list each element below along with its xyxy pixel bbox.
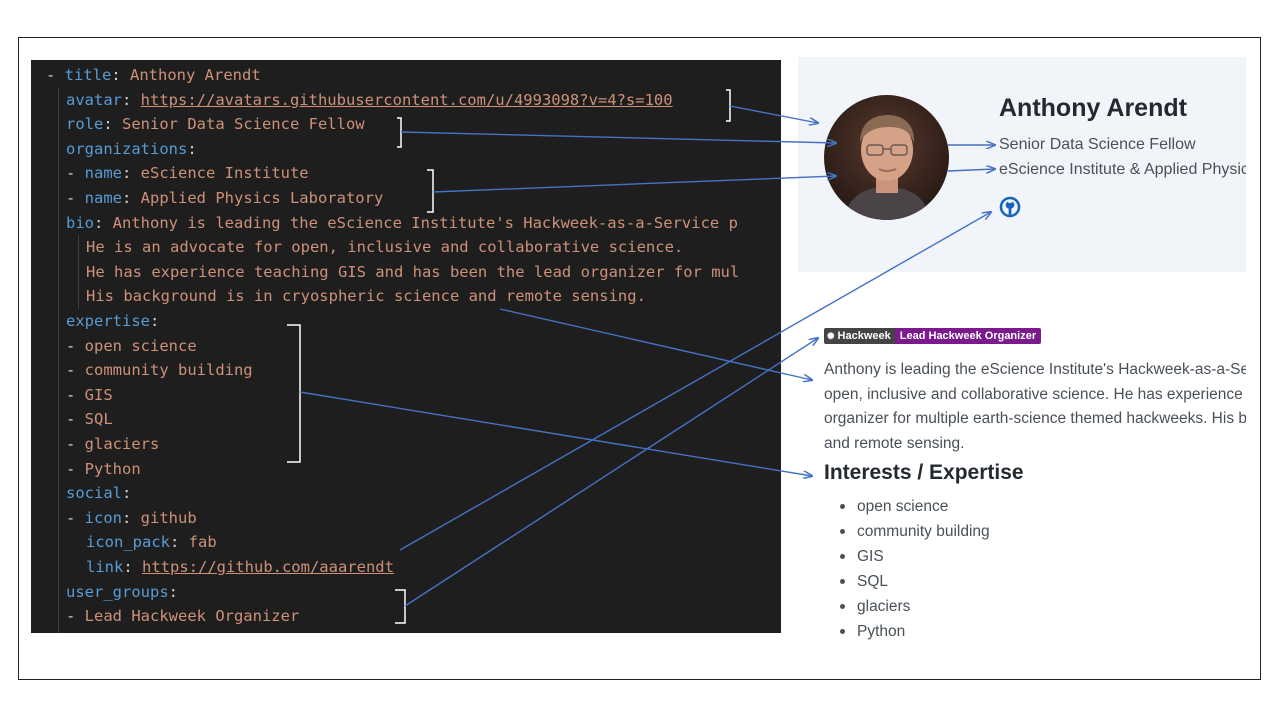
indent-guide [78, 235, 79, 309]
bracket-expertise [287, 324, 301, 463]
avatar[interactable] [824, 95, 949, 220]
yaml-line-expertise-item: - GIS [66, 385, 113, 404]
yaml-line-avatar: avatar: https://avatars.githubuserconten… [66, 90, 673, 109]
yaml-line-role: role: Senior Data Science Fellow [66, 115, 365, 134]
bio-line: and remote sensing. [824, 434, 965, 452]
figure-frame [18, 37, 1261, 680]
yaml-line-social: social: [66, 484, 132, 503]
bracket-user-groups [395, 589, 406, 624]
github-url-link[interactable]: https://github.com/aaarendt [142, 558, 394, 576]
yaml-line-icon-pack: icon_pack: fab [86, 533, 217, 552]
arrow-avatar [729, 105, 818, 123]
yaml-line-org2: - name: Applied Physics Laboratory [66, 189, 384, 207]
badge-role: Lead Hackweek Organizer [894, 328, 1042, 344]
profile-content: ✺Hackweek Lead Hackweek Organizer Anthon… [820, 320, 1246, 650]
bracket-role [397, 117, 402, 148]
yaml-line-title: - title: Anthony Arendt [46, 66, 261, 84]
yaml-line-org1: - name: eScience Institute [66, 164, 309, 183]
interest-item: glaciers [824, 594, 990, 619]
hackweek-logo-icon: ✺ [827, 331, 835, 341]
profile-role: Senior Data Science Fellow [999, 136, 1196, 153]
yaml-line-organizations: organizations: [66, 139, 197, 158]
arrow-expertise [299, 391, 812, 476]
arrow-organizations-to-text [947, 169, 995, 171]
yaml-line-expertise: expertise: [66, 312, 160, 330]
yaml-line-expertise-item: - community building [66, 361, 253, 380]
yaml-line-link: link: https://github.com/aaarendt [86, 558, 394, 576]
yaml-line-expertise-item: - glaciers [66, 435, 160, 453]
yaml-line-expertise-item: - open science [66, 336, 197, 355]
interest-item: Python [824, 619, 990, 644]
user-group-badge: ✺Hackweek Lead Hackweek Organizer [824, 328, 1042, 344]
yaml-line-expertise-item: - SQL [66, 410, 113, 429]
arrow-bio [499, 308, 812, 380]
yaml-line-user-groups: user_groups: [66, 582, 178, 601]
arrow-organizations [432, 176, 836, 193]
yaml-line-icon: - icon: github [66, 508, 197, 527]
yaml-line-bio-3: He has experience teaching GIS and has b… [86, 262, 740, 281]
arrow-user-groups [404, 338, 818, 607]
profile-organizations: eScience Institute & Applied Physics Lab… [999, 161, 1246, 178]
interests-list: open science community building GIS SQL … [824, 494, 990, 644]
profile-bio: Anthony is leading the eScience Institut… [824, 358, 1246, 456]
avatar-url-link[interactable]: https://avatars.githubusercontent.com/u/… [140, 90, 673, 109]
interest-item: community building [824, 519, 990, 544]
interest-item: SQL [824, 569, 990, 594]
avatar-portrait-icon [824, 95, 949, 220]
yaml-line-expertise-item: - Python [66, 459, 141, 478]
yaml-code-panel: - title: Anthony Arendt avatar: https://… [31, 60, 781, 633]
yaml-line-bio-4: His background is in cryospheric science… [86, 287, 646, 306]
yaml-line-user-group-item: - Lead Hackweek Organizer [66, 607, 300, 626]
interests-heading: Interests / Expertise [824, 461, 1024, 484]
yaml-line-bio: bio: Anthony is leading the eScience Ins… [66, 213, 738, 232]
indent-guide [58, 87, 59, 633]
badge-hackweek: ✺Hackweek [824, 328, 895, 344]
interest-item: GIS [824, 544, 990, 569]
bio-line: organizer for multiple earth-science the… [824, 410, 1246, 427]
interest-item: open science [824, 494, 990, 519]
github-icon[interactable] [999, 196, 1021, 218]
bracket-avatar [726, 89, 731, 122]
arrow-role [400, 131, 836, 143]
bracket-organizations [427, 169, 434, 213]
bio-line: Anthony is leading the eScience Institut… [824, 361, 1246, 378]
yaml-line-bio-2: He is an advocate for open, inclusive an… [86, 238, 684, 257]
github-icon-svg [999, 196, 1021, 218]
profile-name: Anthony Arendt [999, 94, 1187, 122]
arrow-social [399, 212, 991, 551]
bio-line: open, inclusive and collaborative scienc… [824, 385, 1246, 403]
